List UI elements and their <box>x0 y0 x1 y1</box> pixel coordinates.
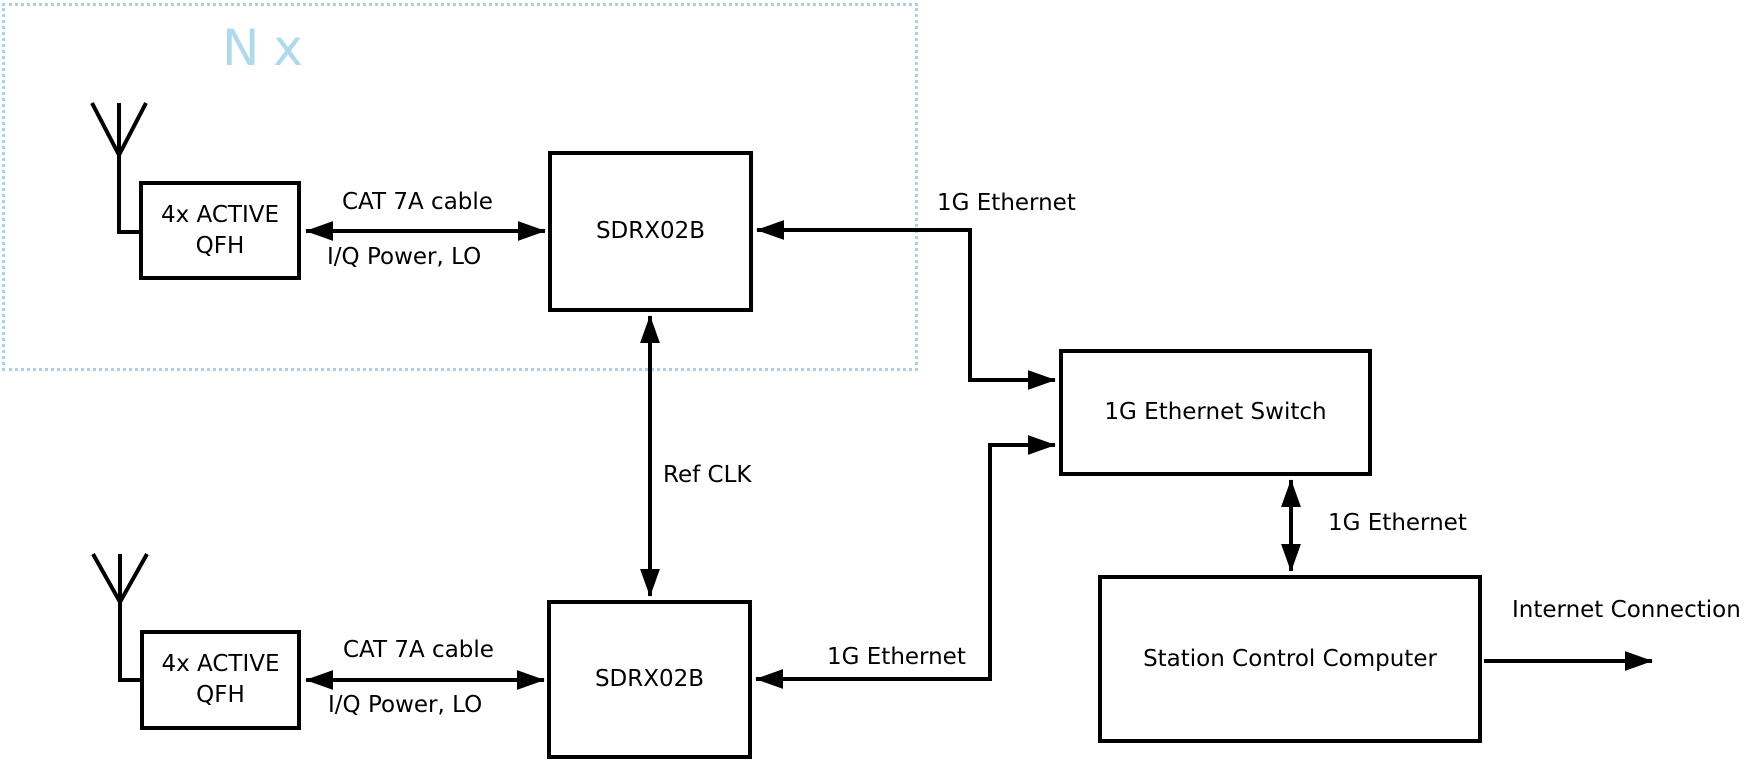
ethernet-label-switch-pc: 1G Ethernet <box>1328 510 1467 536</box>
station-control-computer-box: Station Control Computer <box>1098 575 1482 743</box>
iq-power-lo-label-top: I/Q Power, LO <box>327 244 482 270</box>
sdrx02b-label: SDRX02B <box>595 218 706 244</box>
iq-power-lo-label-bottom: I/Q Power, LO <box>328 692 483 718</box>
cat7a-cable-label-bottom: CAT 7A cable <box>343 637 494 663</box>
station-control-computer-label: Station Control Computer <box>1143 645 1437 672</box>
qfh-label-line2: QFH <box>196 682 245 708</box>
ref-clk-label: Ref CLK <box>663 462 752 488</box>
qfh-box-top: 4x ACTIVE QFH <box>139 181 301 280</box>
qfh-box-bottom: 4x ACTIVE QFH <box>140 630 301 730</box>
ethernet-switch-box: 1G Ethernet Switch <box>1059 349 1372 476</box>
internet-connection-label: Internet Connection <box>1512 597 1741 623</box>
qfh-label-line1: 4x ACTIVE <box>160 201 280 228</box>
antenna-icon-bottom <box>91 553 149 682</box>
ethernet-label-bottom: 1G Ethernet <box>827 644 966 670</box>
sdrx02b-box-top: SDRX02B <box>548 151 753 312</box>
nx-group-label: N x <box>222 19 303 77</box>
cat7a-cable-label-top: CAT 7A cable <box>342 189 493 215</box>
ethernet-label-top: 1G Ethernet <box>937 190 1076 216</box>
nx-group-box <box>2 3 918 371</box>
qfh-label-line1: 4x ACTIVE <box>161 651 280 677</box>
qfh-label-line2: QFH <box>195 232 245 259</box>
sdrx02b-label: SDRX02B <box>594 666 705 692</box>
sdrx02b-box-bottom: SDRX02B <box>547 600 752 759</box>
ethernet-switch-label: 1G Ethernet Switch <box>1104 399 1327 425</box>
